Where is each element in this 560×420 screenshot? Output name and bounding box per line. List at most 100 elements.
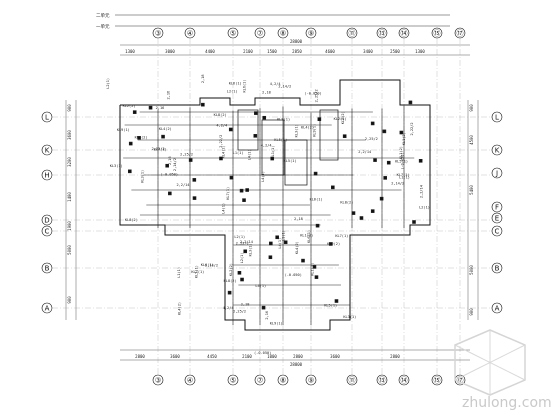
- column-lower-7: [275, 235, 279, 240]
- beam-annotation-79: (-0.050): [285, 273, 302, 277]
- beam-annotation-19: (-0.050): [161, 172, 178, 176]
- column-2: [192, 178, 197, 182]
- top-axis-7-label: ⑬: [379, 29, 386, 37]
- column-lower-2: [261, 305, 266, 310]
- beam-annotation-88: KL1(2): [311, 263, 315, 276]
- beam-annotation-24: KL7(1): [154, 147, 167, 151]
- column-18: [313, 171, 318, 176]
- top-dim-0: 1300: [125, 49, 135, 54]
- bottom-axis-9-label: ⑮: [434, 376, 441, 384]
- left-axis-3-label: D: [44, 216, 49, 224]
- column-30: [201, 102, 205, 107]
- beam-annotation-37: 2,18: [294, 217, 303, 221]
- beam-annotation-80: KL2(2): [327, 242, 340, 246]
- bottom-total-dim: 28800: [290, 362, 303, 367]
- beam-annotation-25: L1(1): [233, 151, 244, 155]
- beam-annotation-64: KL7(1): [335, 234, 348, 238]
- top-dim-4: 1500: [267, 49, 277, 54]
- beam-annotation-76: 2,16: [265, 311, 269, 320]
- column-4: [317, 117, 322, 121]
- bottom-dim-7: 2800: [390, 354, 400, 359]
- column-lower-9: [312, 265, 317, 269]
- beam-annotation-69: KL6(1): [201, 263, 214, 267]
- column-27: [383, 176, 387, 180]
- column-19: [128, 141, 133, 146]
- right-axis-4-circle: [491, 212, 503, 224]
- bottom-dim-6: 3600: [330, 354, 340, 359]
- bottom-axis-4-circle: [277, 374, 289, 386]
- column-15: [351, 211, 356, 215]
- beam-annotation-74: 2,22/2: [236, 242, 249, 246]
- bottom-axis-5-label: ⑨: [308, 376, 314, 384]
- top-axis-2-label: ⑤: [230, 29, 236, 37]
- top-axis-0-label: ③: [155, 29, 161, 37]
- beam-annotation-73: 2,14/2: [205, 263, 218, 267]
- beam-annotation-68: KL1(2): [300, 233, 313, 237]
- bottom-axis-4-label: ⑧: [280, 376, 286, 384]
- column-lower-10: [334, 299, 339, 303]
- column-20: [228, 127, 233, 132]
- top-dim-6: 4600: [325, 49, 335, 54]
- column-lower-5: [237, 271, 242, 275]
- column-35: [132, 110, 137, 114]
- beam-annotation-83: KL5(1): [195, 265, 199, 278]
- beam-annotations: KL2(2)KL3(1)KL4(2)KL5(1)KL7(1)L1(1)L2(1)…: [106, 74, 430, 325]
- beam-annotation-41: KL3(1): [141, 170, 145, 183]
- beam-annotation-44: KL7(1): [226, 187, 230, 200]
- column-16: [412, 220, 416, 224]
- column-lower-13: [329, 242, 333, 246]
- beam-annotation-59: (-0.050): [304, 91, 321, 95]
- beam-annotation-40: KL2(2): [334, 117, 347, 121]
- bottom-axis-8-label: ⑭: [401, 376, 408, 384]
- beam-annotation-82: KL4(2): [295, 241, 299, 254]
- left-axis-1-label: K: [45, 146, 50, 154]
- top-axis-8-label: ⑭: [401, 29, 408, 37]
- right-axis-0-circle: [491, 111, 503, 123]
- beam-annotation-53: 2,14/2: [278, 85, 291, 89]
- right-axis-7-label: A: [495, 304, 500, 312]
- column-25: [254, 111, 258, 115]
- column-0: [399, 130, 404, 135]
- beam-annotation-50: KL8(2): [214, 113, 227, 117]
- beam-annotation-45: L1(1): [271, 146, 275, 157]
- left-axis-5-label: B: [45, 264, 50, 272]
- beam-annotation-58: 4,2/4: [261, 143, 272, 147]
- beam-annotation-71: KL9(1): [270, 322, 283, 326]
- beam-annotation-49: KL6(1): [243, 80, 247, 93]
- left-axis-4-label: C: [45, 227, 50, 235]
- beam-annotation-20: KL2(2): [341, 111, 345, 124]
- column-6: [148, 105, 153, 110]
- top-dim-7: 3400: [363, 49, 373, 54]
- column-11: [373, 158, 377, 162]
- column-28: [262, 115, 267, 120]
- column-34: [370, 121, 375, 126]
- beam-annotation-72: 2,2/14: [240, 240, 253, 244]
- beam-annotation-39: (-0.050): [401, 152, 405, 169]
- beam-annotation-75: 2,25/2: [233, 310, 246, 314]
- left-dim-2: 3200: [67, 157, 72, 167]
- column-32: [331, 185, 335, 190]
- beam-annotation-65: L1(1): [282, 230, 286, 241]
- right-axis-7-circle: [491, 302, 503, 314]
- column-lower-8: [314, 275, 319, 279]
- building-outline: [119, 79, 431, 331]
- column-37: [370, 209, 375, 213]
- beam-annotation-85: L1(1): [177, 267, 181, 278]
- beam-annotation-48: KL1(2): [402, 132, 406, 145]
- bottom-dim-2: 4450: [207, 354, 217, 359]
- column-14: [161, 134, 165, 139]
- column-1: [386, 160, 391, 165]
- column-29: [359, 216, 364, 220]
- unit-legend: 二单元 一单元: [96, 12, 450, 30]
- right-axis-1-circle: [491, 144, 503, 156]
- right-axis-3-circle: [491, 201, 503, 213]
- right-axis-2-label: J: [495, 169, 498, 177]
- column-10: [270, 156, 275, 161]
- left-dim-1: 3600: [67, 130, 72, 140]
